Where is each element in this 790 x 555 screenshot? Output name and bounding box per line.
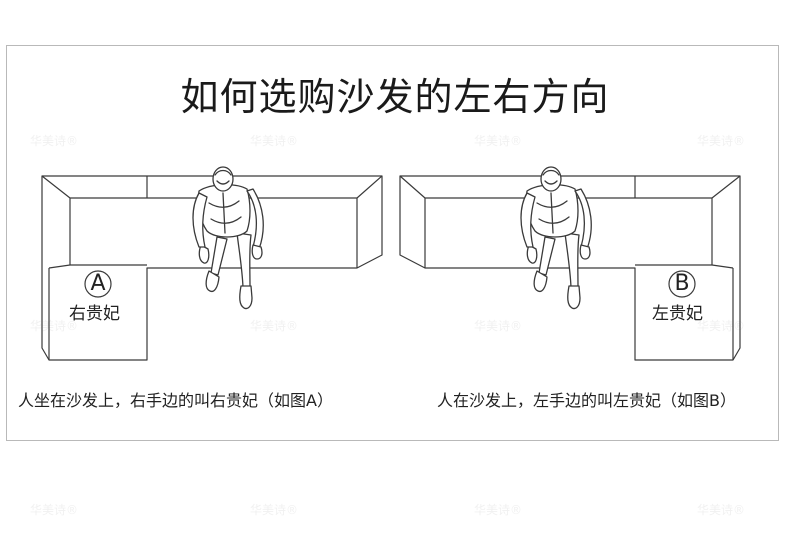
person-figure-b: [520, 166, 592, 310]
watermark: 华美诗®: [697, 503, 746, 517]
label-right-chaise: 右贵妃: [69, 304, 120, 324]
watermark: 华美诗®: [474, 503, 523, 517]
watermark: 华美诗®: [250, 319, 299, 333]
letter-b: B: [674, 271, 690, 296]
watermark: 华美诗®: [30, 134, 79, 148]
person-figure-a: [192, 166, 264, 310]
label-left-chaise: 左贵妃: [652, 304, 703, 324]
diagram-frame: [6, 45, 779, 441]
watermark: 华美诗®: [697, 134, 746, 148]
watermark: 华美诗®: [250, 503, 299, 517]
caption-a: 人坐在沙发上，右手边的叫右贵妃（如图A）: [18, 391, 333, 410]
sofa-a-outline: [41, 175, 383, 361]
page-title: 如何选购沙发的左右方向: [180, 75, 610, 119]
watermark: 华美诗®: [474, 319, 523, 333]
letter-b-circle: [668, 270, 696, 298]
caption-b: 人在沙发上，左手边的叫左贵妃（如图B）: [437, 391, 736, 410]
watermark: 华美诗®: [250, 134, 299, 148]
letter-a-circle: [84, 270, 112, 298]
watermark: 华美诗®: [30, 503, 79, 517]
letter-a: A: [90, 271, 106, 296]
watermark: 华美诗®: [474, 134, 523, 148]
